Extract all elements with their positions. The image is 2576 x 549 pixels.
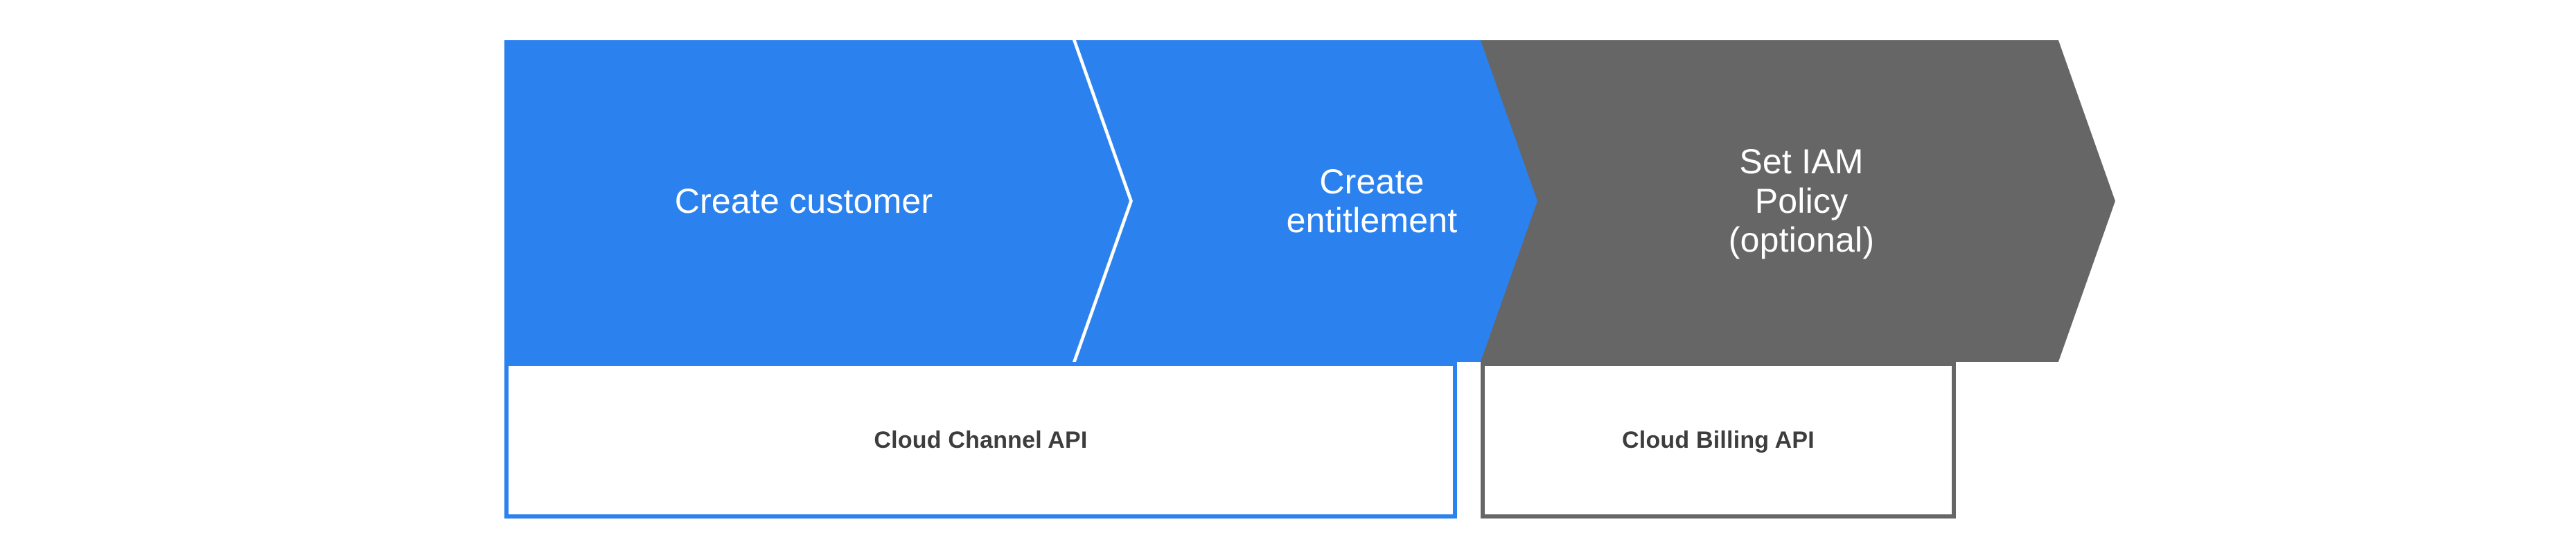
api-box-cloud-channel[interactable]: [504, 362, 1457, 518]
api-box-cloud-billing[interactable]: [1481, 362, 1956, 518]
chevron-create-customer[interactable]: [504, 40, 1129, 362]
chevron-create-entitlement[interactable]: [1076, 40, 1616, 362]
chevron-set-iam-policy[interactable]: [1481, 40, 2115, 362]
